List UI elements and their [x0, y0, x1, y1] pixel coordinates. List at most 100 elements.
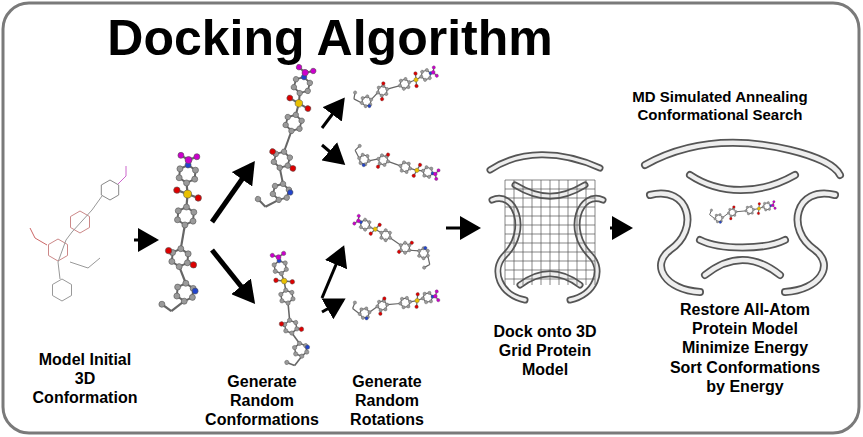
atom — [715, 214, 718, 217]
grid-line — [595, 180, 596, 285]
atom — [428, 291, 432, 295]
step-label: Dock onto 3D Grid Protein Model — [485, 322, 605, 380]
grid-line — [568, 180, 569, 285]
atom — [424, 300, 428, 304]
bonds — [352, 288, 440, 320]
atom — [418, 163, 422, 167]
step-label: Restore All-Atom Protein Model — [661, 300, 829, 338]
atom — [190, 261, 197, 268]
atom — [183, 280, 190, 287]
atom — [183, 190, 192, 199]
atom — [298, 117, 305, 124]
atom — [402, 160, 406, 164]
atom — [429, 299, 433, 303]
atom — [369, 97, 373, 101]
atom — [281, 148, 288, 155]
atom — [178, 245, 185, 252]
atom — [358, 161, 362, 165]
atom — [433, 172, 438, 177]
atom — [286, 94, 293, 101]
atom — [159, 301, 166, 308]
atom — [379, 235, 384, 240]
atom — [169, 258, 176, 265]
atom — [286, 154, 293, 161]
atom — [436, 298, 440, 302]
atom — [181, 298, 188, 305]
bonds — [352, 64, 439, 110]
atom — [304, 350, 309, 355]
grid-line — [505, 279, 595, 280]
atom — [367, 159, 371, 163]
atom — [735, 210, 738, 213]
atom — [428, 76, 432, 80]
atom — [727, 212, 730, 215]
atom — [400, 297, 404, 301]
grid-lines — [505, 180, 595, 285]
grid-line — [505, 270, 595, 271]
atom — [429, 167, 433, 171]
grid-line — [505, 198, 595, 199]
atom — [357, 156, 361, 160]
molecule — [352, 143, 442, 186]
atom — [763, 202, 766, 205]
atom — [732, 205, 735, 208]
atom — [365, 154, 369, 158]
atom — [283, 194, 290, 201]
atom — [175, 208, 182, 215]
atom — [290, 84, 297, 91]
atom — [728, 208, 731, 211]
atom — [364, 104, 368, 108]
atom — [409, 240, 414, 245]
atom — [278, 292, 283, 297]
bond — [287, 303, 291, 320]
atom — [178, 152, 185, 159]
molecule — [254, 62, 326, 212]
molecule — [266, 250, 313, 367]
frame — [3, 3, 859, 433]
atom — [400, 169, 404, 173]
atom — [710, 209, 713, 212]
atom — [422, 265, 427, 270]
grid-line — [505, 261, 595, 262]
atom — [353, 301, 357, 305]
atom — [416, 292, 420, 296]
grid-line — [505, 207, 595, 208]
atom — [382, 163, 386, 167]
atom — [368, 231, 373, 236]
step-label: Sort Conformations by Energy — [661, 358, 829, 396]
atom — [384, 92, 388, 96]
atom — [286, 301, 291, 306]
atom — [437, 168, 441, 172]
atom — [365, 316, 369, 320]
atom — [377, 222, 382, 227]
atom — [407, 162, 411, 166]
grid-line — [541, 180, 542, 285]
atom — [420, 70, 424, 74]
atom — [365, 94, 369, 98]
atom — [377, 85, 381, 89]
atom — [402, 87, 406, 91]
ring-sketch — [71, 211, 90, 233]
bond — [736, 210, 746, 213]
atom — [758, 202, 761, 205]
atom — [383, 228, 388, 233]
atom — [398, 164, 402, 168]
grid-line — [505, 234, 595, 235]
grid-line — [505, 252, 595, 253]
atom — [294, 99, 303, 108]
grid-line — [514, 180, 515, 285]
atom — [433, 294, 437, 298]
atom — [272, 183, 279, 190]
atom — [304, 88, 311, 95]
atom — [379, 231, 384, 236]
atom — [398, 302, 402, 306]
atom — [414, 305, 418, 309]
atom — [367, 225, 372, 230]
bonds — [257, 66, 323, 212]
atom — [184, 260, 191, 267]
atom — [384, 307, 388, 311]
atom — [408, 166, 412, 170]
atom — [774, 207, 777, 210]
atom — [403, 241, 408, 246]
atom — [191, 209, 198, 216]
